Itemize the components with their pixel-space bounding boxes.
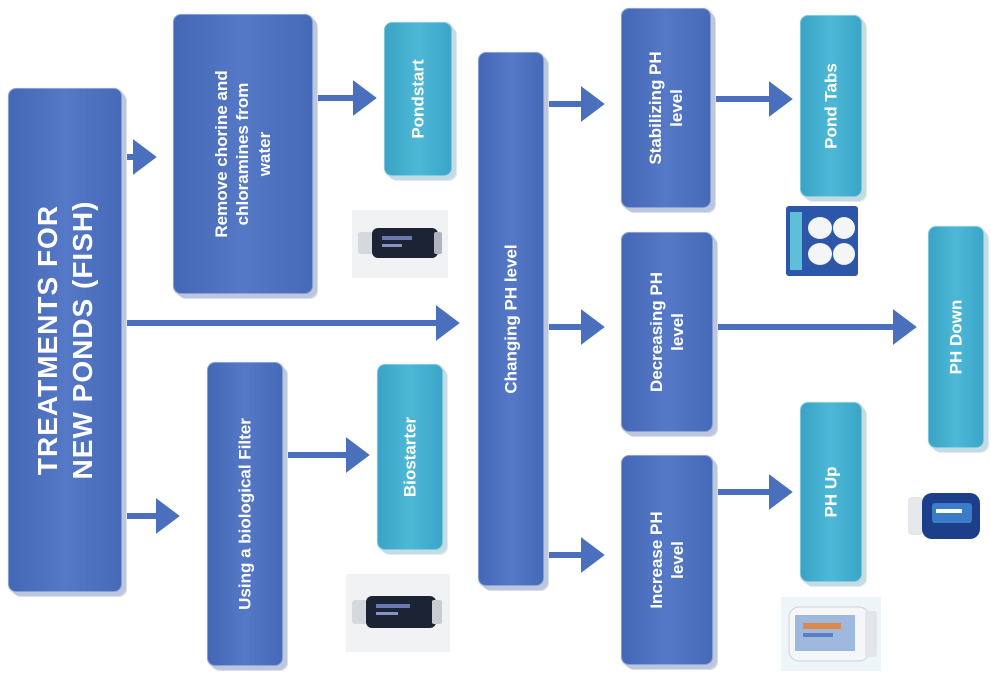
changing-ph-label: Changing PH level (501, 244, 521, 394)
remove-chlorine-node: Remove chorine and chloramines from wate… (173, 14, 313, 294)
decreasing-ph-node: Decreasing PH level (621, 232, 713, 432)
biological-filter-node: Using a biological Filter (207, 362, 283, 666)
pond-tabs-node: Pond Tabs (800, 15, 862, 197)
ph-up-jar-image (781, 597, 881, 671)
stabilizing-ph-node: Stabilizing PH level (621, 8, 711, 208)
biostarter-node: Biostarter (377, 364, 443, 550)
remove-chlorine-label: Remove chorine and chloramines from wate… (212, 70, 274, 238)
pond-tabs-label: Pond Tabs (821, 63, 841, 149)
pondstart-label: Pondstart (408, 59, 428, 139)
ph-down-jar-image (906, 487, 984, 545)
pondstart-node: Pondstart (384, 22, 452, 176)
root-node: TREATMENTS FOR NEW PONDS (FISH) (8, 88, 122, 592)
ph-down-label: PH Down (946, 299, 966, 375)
decreasing-ph-label: Decreasing PH level (646, 272, 687, 392)
increase-ph-node: Increase PH level (621, 455, 713, 665)
biostarter-label: Biostarter (400, 416, 420, 498)
ph-up-node: PH Up (800, 402, 862, 582)
ph-down-node: PH Down (928, 226, 984, 448)
stabilizing-ph-label: Stabilizing PH level (645, 51, 686, 165)
ph-up-label: PH Up (821, 466, 841, 518)
pond-tabs-pack-image (786, 206, 858, 276)
root-title: TREATMENTS FOR NEW PONDS (FISH) (32, 200, 98, 480)
biostarter-bottle-image (346, 574, 450, 652)
biological-filter-label: Using a biological Filter (235, 418, 255, 610)
pondstart-bottle-image (352, 210, 448, 278)
increase-ph-label: Increase PH level (646, 511, 687, 609)
changing-ph-node: Changing PH level (478, 52, 544, 586)
